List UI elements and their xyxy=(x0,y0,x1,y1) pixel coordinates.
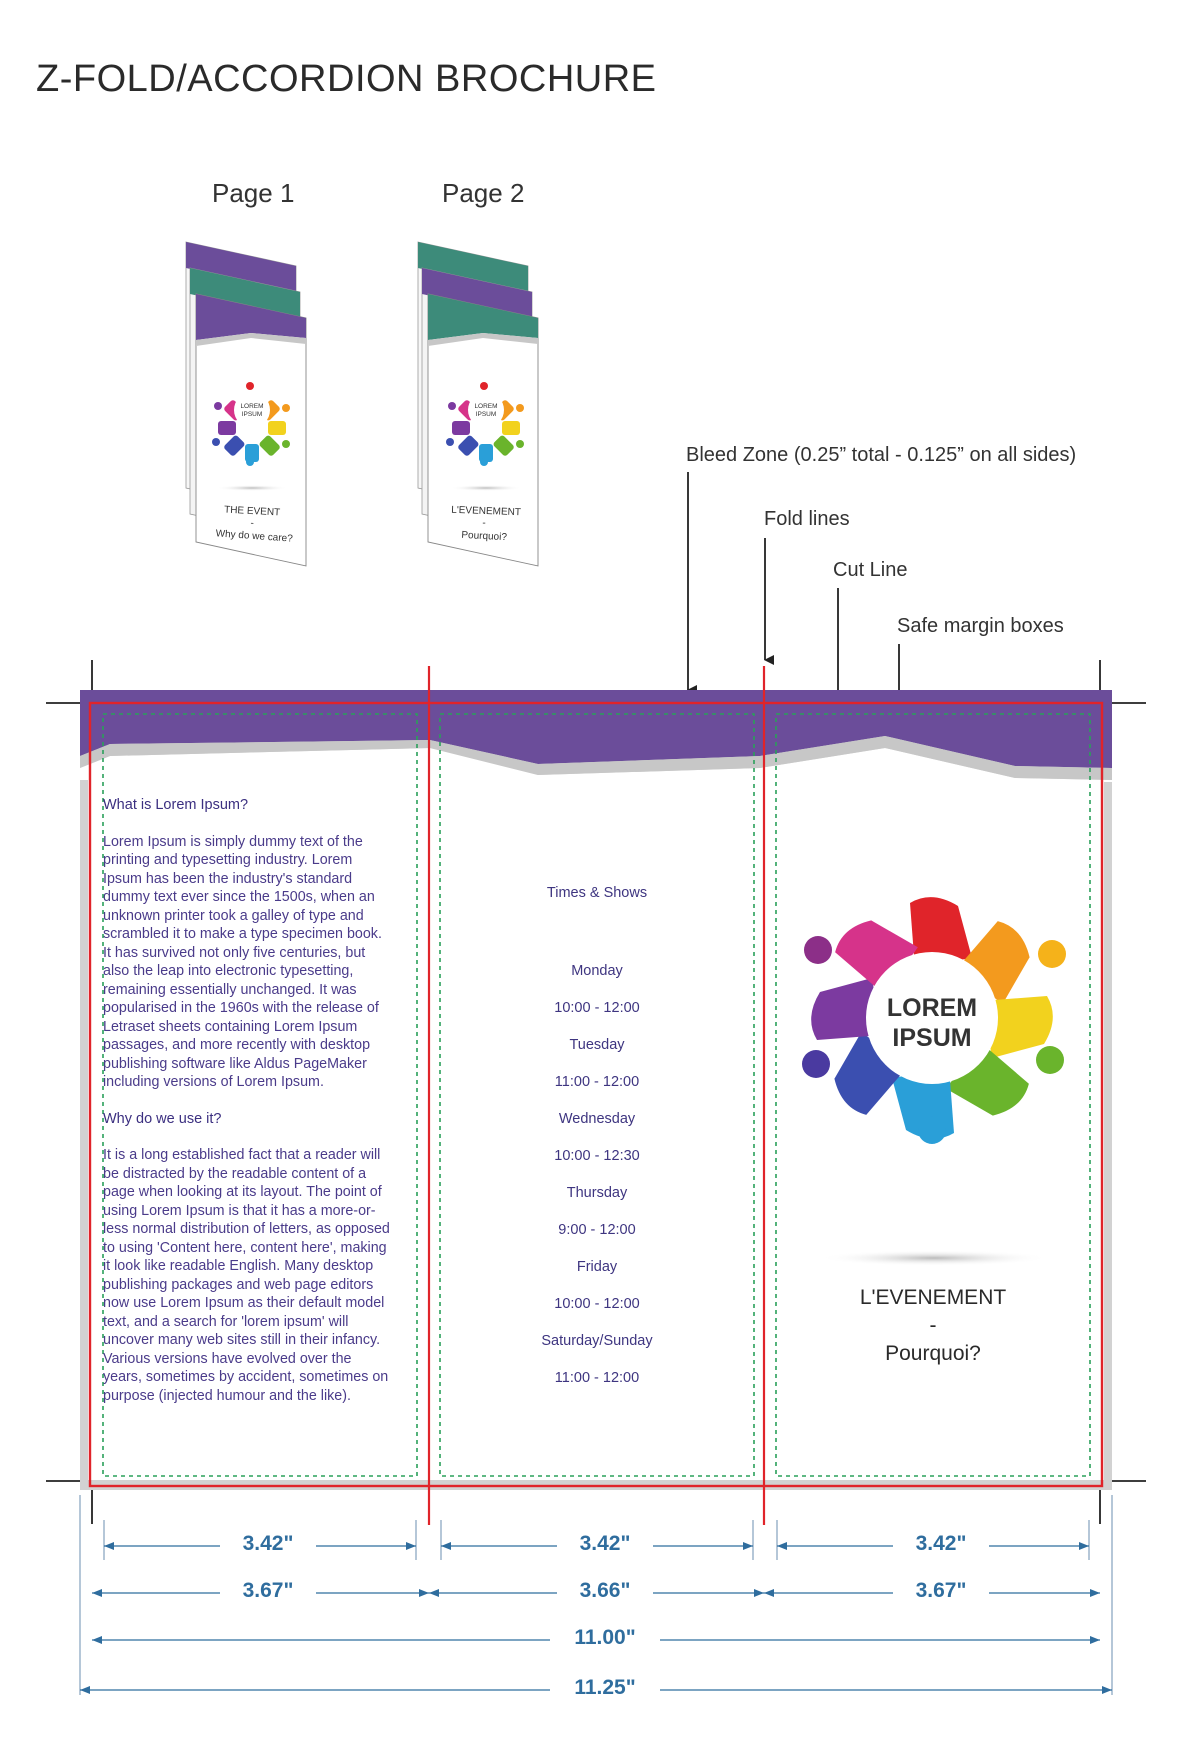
page-2-label: Page 2 xyxy=(442,178,525,208)
schedule-time: 11:00 - 12:00 xyxy=(554,1370,640,1386)
left-panel: What is Lorem Ipsum? Lorem Ipsum is simp… xyxy=(103,796,393,1423)
cover-line-2: Pourquoi? xyxy=(885,1342,981,1365)
times-heading: Times & Shows xyxy=(546,885,648,901)
dim-label-trim: 11.00" xyxy=(550,1626,660,1650)
thumb1-line1: THE EVENT xyxy=(224,505,281,519)
schedule-time: 10:00 - 12:30 xyxy=(554,1148,640,1164)
dim-label-safe-3: 3.42" xyxy=(893,1532,989,1556)
safe-box-right xyxy=(775,713,1091,1477)
schedule-time: 9:00 - 12:00 xyxy=(558,1222,636,1238)
left-heading-2: Why do we use it? xyxy=(103,1110,222,1127)
schedule-day: Saturday/Sunday xyxy=(541,1333,653,1349)
cut-line xyxy=(88,701,1104,1488)
schedule-day: Tuesday xyxy=(569,1037,625,1053)
thumb1-logo-line1: LOREM xyxy=(240,403,263,410)
thumb2-line2: Pourquoi? xyxy=(461,530,508,543)
safe-box-left xyxy=(102,713,418,1477)
dim-label-panel-2: 3.66" xyxy=(557,1579,653,1603)
dim-label-bleed: 11.25" xyxy=(550,1676,660,1700)
left-paragraph-1: Lorem Ipsum is simply dummy text of the … xyxy=(103,833,382,1091)
left-paragraph-2: It is a long established fact that a rea… xyxy=(103,1147,390,1404)
thumb2-logo-line2: IPSUM xyxy=(476,411,497,418)
bleed-zone-label: Bleed Zone (0.25” total - 0.125” on all … xyxy=(686,444,1077,466)
dim-label-safe-2: 3.42" xyxy=(557,1532,653,1556)
logo-line-2: IPSUM xyxy=(892,1024,971,1052)
thumb1-dash: - xyxy=(250,518,254,529)
schedule-time: 10:00 - 12:00 xyxy=(554,1000,640,1016)
page-title: Z-FOLD/ACCORDION BROCHURE xyxy=(36,58,657,100)
schedule-time: 10:00 - 12:00 xyxy=(554,1296,640,1312)
dim-label-safe-1: 3.42" xyxy=(220,1532,316,1556)
schedule-time: 11:00 - 12:00 xyxy=(554,1074,640,1090)
safe-margin-label: Safe margin boxes xyxy=(897,615,1064,637)
thumb2-logo-line1: LOREM xyxy=(474,403,497,410)
fold-lines-label: Fold lines xyxy=(764,508,850,530)
schedule-day: Wednesday xyxy=(558,1111,636,1127)
safe-box-middle xyxy=(439,713,755,1477)
left-heading-1: What is Lorem Ipsum? xyxy=(103,797,249,813)
thumb2-dash: - xyxy=(482,518,485,529)
thumb-page-1: LOREM IPSUM THE EVENT - Why do we care? xyxy=(185,241,307,567)
thumb2-line1: L'EVENEMENT xyxy=(451,505,521,518)
dim-label-panel-3: 3.67" xyxy=(893,1579,989,1603)
brochure-layout: LOREM IPSUM xyxy=(46,660,1146,1695)
schedule-day: Thursday xyxy=(566,1185,628,1201)
brochure-logo-icon: LOREM IPSUM xyxy=(802,897,1066,1144)
page-1-label: Page 1 xyxy=(212,178,295,208)
thumb-page-2: LOREM IPSUM L'EVENEMENT - Pourquoi? xyxy=(417,241,539,567)
dim-label-panel-1: 3.67" xyxy=(220,1579,316,1603)
middle-panel: Times & Shows Monday 10:00 - 12:00 Tuesd… xyxy=(440,868,754,1397)
schedule-day: Monday xyxy=(571,963,623,979)
thumb1-line2: Why do we care? xyxy=(215,528,293,544)
cover-dash: - xyxy=(929,1314,937,1337)
logo-line-1: LOREM xyxy=(887,994,977,1022)
schedule-day: Friday xyxy=(576,1259,618,1275)
thumb1-logo-line2: IPSUM xyxy=(242,411,263,418)
right-panel-text: L'EVENEMENT - Pourquoi? xyxy=(776,1284,1090,1368)
cut-line-label: Cut Line xyxy=(833,559,908,581)
cover-line-1: L'EVENEMENT xyxy=(859,1286,1007,1309)
